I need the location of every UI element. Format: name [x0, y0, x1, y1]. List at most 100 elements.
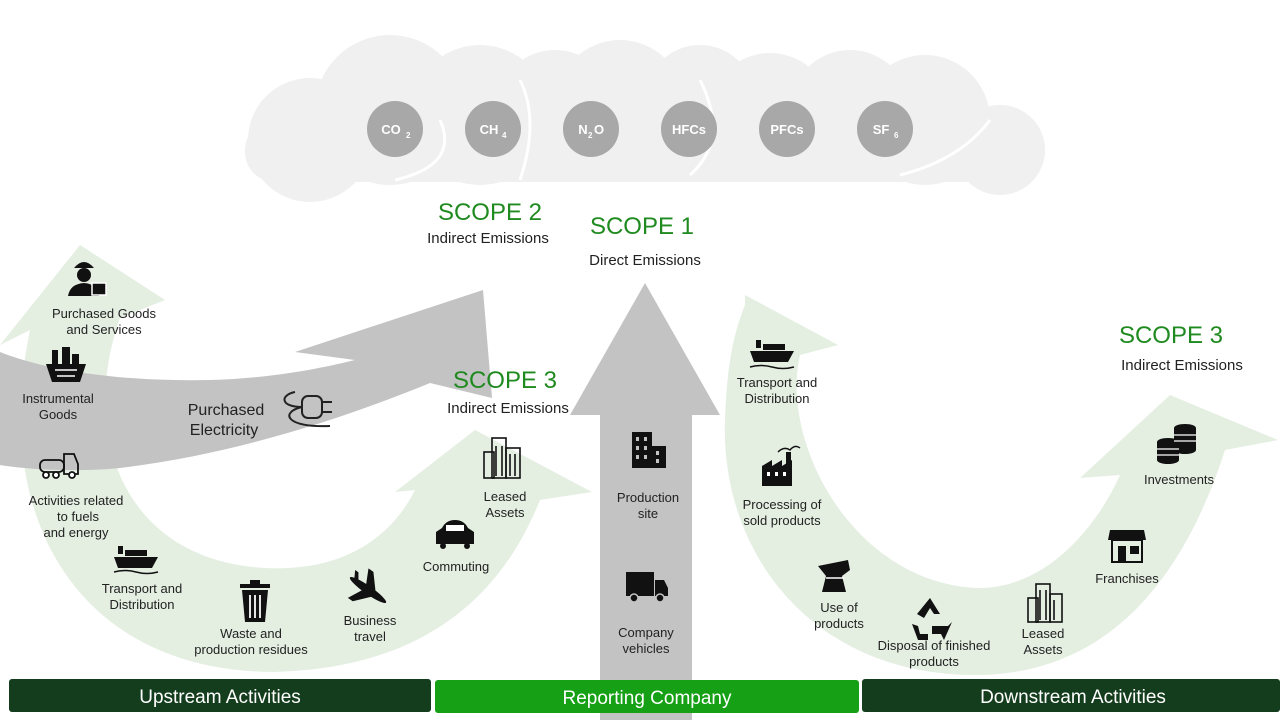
downstream-arc-arrow: [724, 295, 1278, 675]
label-line: Instrumental: [22, 391, 94, 406]
label-line: Disposal of finished: [878, 638, 991, 653]
label-line: Assets: [485, 505, 525, 520]
plug-icon: [283, 391, 332, 428]
label-line: Leased: [1022, 626, 1065, 641]
gas-subscript: 6: [894, 131, 899, 140]
recycle-icon: [912, 598, 952, 640]
gas-subscript: 2: [588, 131, 593, 140]
label-line: Use of: [820, 600, 858, 615]
reporting-company-bar: Reporting Company: [435, 680, 859, 713]
electricity-label-line2: Electricity: [190, 422, 258, 439]
label-line: Activities related: [29, 493, 124, 508]
label-line: travel: [354, 629, 386, 644]
downstream-activities-label: Downstream Activities: [980, 687, 1166, 708]
ship-icon-downstream: [749, 340, 795, 370]
store-icon: [1108, 530, 1146, 563]
ship-icon-upstream: [113, 546, 159, 575]
label-line: Leased: [484, 489, 527, 504]
scope2-electricity-arrow: [0, 290, 492, 471]
upstream-label-business-travel: Business travel: [344, 613, 397, 644]
upstream-activities-bar: Upstream Activities: [9, 679, 431, 712]
upstream-activities-label: Upstream Activities: [139, 687, 301, 708]
buildings-icon-downstream: [1027, 583, 1063, 623]
downstream-label-franchises: Franchises: [1095, 571, 1159, 586]
upstream-label-waste: Waste and production residues: [194, 626, 308, 657]
label-line: Distribution: [109, 597, 174, 612]
gas-label: SF: [873, 122, 890, 137]
car-icon: [436, 520, 474, 549]
downstream-label-transport: Transport and Distribution: [737, 375, 817, 406]
upstream-label-purchased-goods: Purchased Goods and Services: [52, 306, 157, 337]
label-line: Commuting: [423, 559, 489, 574]
cloud-outlines: [394, 79, 992, 182]
gas-subscript: 2: [406, 131, 411, 140]
upstream-label-fuels-energy: Activities related to fuels and energy: [29, 493, 124, 540]
worker-icon: [68, 262, 107, 296]
label-line: sold products: [743, 513, 821, 528]
upstream-label-instrumental-goods: Instrumental Goods: [22, 391, 94, 422]
gas-label: HFCs: [672, 122, 706, 137]
label-line: Transport and: [102, 581, 182, 596]
label-line: Distribution: [744, 391, 809, 406]
downstream-activities-bar: Downstream Activities: [862, 679, 1280, 712]
downstream-label-investments: Investments: [1144, 472, 1215, 487]
label-line: and energy: [43, 525, 109, 540]
gas-bubble-hfcs: HFCs: [661, 101, 717, 157]
downstream-label-use-of-products: Use of products: [814, 600, 864, 631]
label-line: Purchased Goods: [52, 306, 157, 321]
scope1-subtitle: Direct Emissions: [589, 252, 701, 269]
scope1-direct-arrow: [570, 283, 720, 720]
label-line: Company: [618, 625, 674, 640]
label-line: Processing of: [743, 497, 822, 512]
fuel-truck-icon: [39, 453, 79, 479]
upstream-label-transport: Transport and Distribution: [102, 581, 182, 612]
scope1-title: SCOPE 1: [590, 213, 694, 240]
label-line: Assets: [1023, 642, 1063, 657]
airplane-icon: [347, 568, 387, 604]
upstream-label-leased-assets: Leased Assets: [484, 489, 527, 520]
label-line: Goods: [39, 407, 78, 422]
gas-label: CH: [480, 122, 499, 137]
label-line: vehicles: [623, 641, 670, 656]
gas-bubble-sf6: SF 6: [857, 101, 913, 157]
reporting-company-label: Reporting Company: [563, 688, 732, 709]
gas-subscript: 4: [502, 131, 507, 140]
label-line: Franchises: [1095, 571, 1159, 586]
gas-bubble-co2: CO 2: [367, 101, 423, 157]
truck-icon: [626, 572, 668, 603]
label-line: products: [814, 616, 864, 631]
upstream-label-commuting: Commuting: [423, 559, 489, 574]
downstream-label-leased-assets: Leased Assets: [1022, 626, 1065, 657]
gas-label-tail: O: [594, 122, 604, 137]
trash-icon: [240, 580, 270, 622]
scope3-downstream-subtitle: Indirect Emissions: [1121, 357, 1243, 374]
scope3-upstream-subtitle: Indirect Emissions: [447, 400, 569, 417]
product-icon: [818, 560, 850, 592]
label-line: Waste and: [220, 626, 282, 641]
gas-bubble-n2o: N 2 O: [563, 101, 619, 157]
company-label-production-site: Production site: [617, 490, 679, 521]
gas-label: CO: [381, 122, 401, 137]
company-label-vehicles: Company vehicles: [618, 625, 674, 656]
office-building-icon: [632, 432, 666, 468]
electricity-label-line1: Purchased: [188, 402, 265, 419]
label-line: production residues: [194, 642, 308, 657]
downstream-label-disposal: Disposal of finished products: [878, 638, 991, 669]
coins-icon: [1157, 424, 1196, 464]
gas-label: N: [578, 122, 587, 137]
label-line: Production: [617, 490, 679, 505]
downstream-label-processing: Processing of sold products: [743, 497, 822, 528]
cloud-background: [245, 35, 1045, 202]
scope3-upstream-title: SCOPE 3: [453, 367, 557, 394]
gas-bubble-pfcs: PFCs: [759, 101, 815, 157]
label-line: products: [909, 654, 959, 669]
label-line: to fuels: [57, 509, 99, 524]
label-line: Investments: [1144, 472, 1215, 487]
scope3-downstream-title: SCOPE 3: [1119, 322, 1223, 349]
factory-icon: [762, 445, 801, 486]
label-line: site: [638, 506, 658, 521]
basket-icon: [46, 347, 86, 382]
label-line: Business: [344, 613, 397, 628]
label-line: Transport and: [737, 375, 817, 390]
